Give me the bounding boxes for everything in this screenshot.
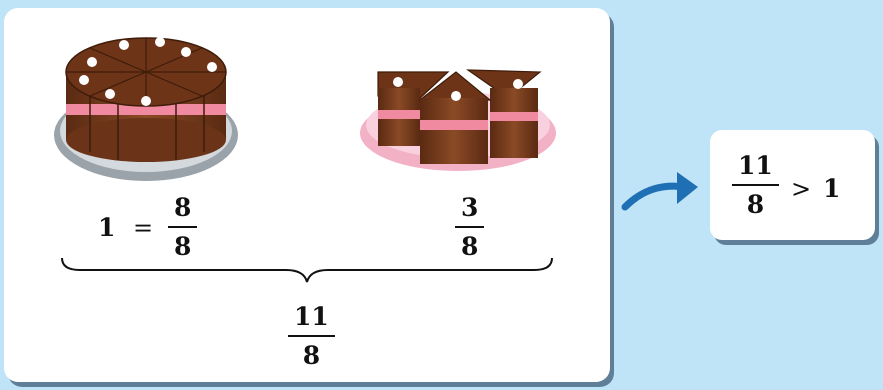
fraction-numerator: 8: [168, 195, 197, 226]
fraction-numerator: 11: [732, 153, 779, 184]
fraction-denominator: 8: [303, 337, 320, 368]
fraction-denominator: 8: [747, 186, 764, 217]
part-fraction: 3 8: [455, 195, 484, 259]
curly-brace-icon: [62, 258, 552, 282]
arrow-icon: [625, 172, 698, 207]
result-fraction: 11 8: [732, 153, 779, 217]
total-fraction: 11 8: [288, 304, 335, 368]
greater-than-sign: >: [791, 177, 811, 201]
fraction-numerator: 3: [455, 195, 484, 226]
whole-cake-icon: [54, 37, 238, 181]
cake-slices-icon: [360, 70, 556, 171]
fraction-denominator: 8: [461, 228, 478, 259]
fraction-denominator: 8: [174, 228, 191, 259]
equals-sign: =: [133, 216, 153, 240]
fraction-numerator: 11: [288, 304, 335, 335]
result-value: 1: [823, 176, 840, 201]
whole-value: 1: [98, 215, 115, 240]
whole-fraction: 8 8: [168, 195, 197, 259]
